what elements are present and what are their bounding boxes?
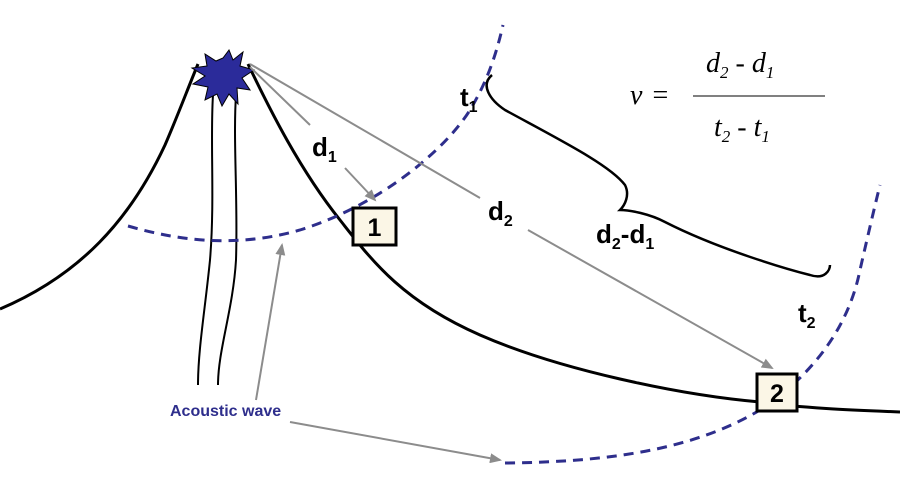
arrow-acoustic-to-wave-t1 — [255, 243, 286, 401]
conduit-right-line — [217, 94, 238, 386]
arrow-source-to-d2-segment — [249, 63, 481, 199]
arrow-source-to-station1 — [344, 167, 377, 202]
explosion-icon — [190, 48, 256, 108]
label-t1: t1 — [460, 82, 478, 116]
arrow-d2-to-station2 — [527, 229, 774, 369]
label-d2: d2 — [488, 196, 513, 230]
station-1-box — [351, 206, 398, 247]
label-d1: d1 — [312, 132, 337, 166]
wavefront-t1 — [127, 24, 505, 243]
station-1-label: 1 — [368, 214, 382, 242]
arrow-acoustic-to-wave-t2 — [289, 421, 502, 464]
station-2-box — [755, 372, 799, 413]
station-1: 1 — [351, 206, 398, 247]
equation-numerator: d2 - d1 — [706, 48, 774, 82]
label-d2-minus-d1: d2-d1 — [596, 219, 654, 253]
equation-lhs: v= — [630, 80, 668, 111]
arrow-source-to-station1-upper — [249, 66, 311, 126]
equation-denominator: t2 - t1 — [714, 112, 770, 146]
volcano-left-slope — [0, 63, 200, 311]
label-acoustic-wave: Acoustic wave — [170, 403, 281, 420]
distance-difference-brace — [485, 74, 832, 278]
station-2: 2 — [755, 372, 799, 413]
conduit-left-line — [197, 94, 214, 386]
label-t2: t2 — [798, 298, 816, 332]
wavefront-t2 — [504, 184, 882, 465]
volcano-right-slope — [246, 63, 900, 414]
station-2-label: 2 — [770, 380, 784, 408]
velocity-equation: v= d2 - d1 t2 - t1 — [630, 48, 825, 146]
